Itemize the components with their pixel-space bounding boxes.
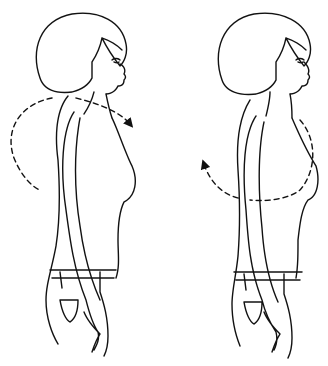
figure-left-shorts: [50, 270, 116, 356]
figure-left-face: [106, 64, 126, 94]
figure-right-neck: [266, 92, 270, 116]
figure-left-back: [46, 96, 68, 344]
figure-left-hair: [36, 13, 126, 92]
figure-left: [11, 13, 135, 356]
figure-right: [204, 13, 318, 358]
figure-right-hair: [218, 13, 310, 94]
figure-right-chest: [292, 118, 318, 278]
figure-left-chest: [112, 118, 135, 278]
figure-right-face: [290, 62, 310, 94]
arrow-forward-icon: [11, 98, 52, 190]
figure-right-shorts: [234, 272, 302, 358]
figure-left-neck: [84, 92, 94, 114]
